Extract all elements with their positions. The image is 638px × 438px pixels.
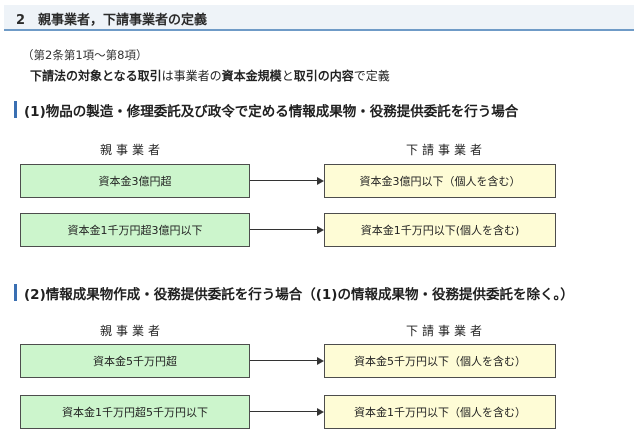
section-header: 2 親事業者，下請事業者の定義 — [4, 5, 634, 31]
section-2-title: (2)情報成果物作成・役務提供委託を行う場合（(1)の情報成果物・役務提供委託を… — [14, 283, 574, 303]
section-2-row-2-arrow — [250, 408, 324, 416]
intro-part-3: 資本金規模 — [221, 69, 282, 83]
section-1-row-2-arrow — [250, 226, 324, 234]
section-1-row-1-parent-box: 資本金3億円超 — [20, 164, 250, 198]
intro-part-6: で定義 — [353, 69, 390, 83]
page-title: 2 親事業者，下請事業者の定義 — [16, 13, 208, 28]
article-reference: （第2条第1項～第8項） — [22, 48, 148, 62]
section-2-row-1-arrow — [250, 357, 324, 365]
section-2-row-1-sub-box: 資本金5千万円以下（個人を含む） — [324, 344, 556, 378]
intro-part-1: 下請法の対象となる取引 — [30, 69, 162, 83]
intro-part-2: は事業者の — [161, 69, 222, 83]
section-1-row-2-parent-box: 資本金1千万円超3億円以下 — [20, 213, 250, 247]
section-1-row-2-sub-box: 資本金1千万円以下(個人を含む) — [324, 213, 556, 247]
section-2-row-2-sub-box: 資本金1千万円以下（個人を含む） — [324, 395, 556, 429]
intro-part-5: 取引の内容 — [293, 69, 354, 83]
section-1-row-1-arrow — [250, 177, 324, 185]
intro-part-4: と — [281, 69, 294, 83]
section-2-parent-label: 親事業者 — [100, 324, 165, 338]
section-1-row-1-sub-box: 資本金3億円以下（個人を含む） — [324, 164, 556, 198]
section-2-sub-label: 下請事業者 — [406, 324, 487, 338]
section-1-title: (1)物品の製造・修理委託及び政令で定める情報成果物・役務提供委託を行う場合 — [14, 100, 518, 120]
section-2-row-2-parent-box: 資本金1千万円超5千万円以下 — [20, 395, 250, 429]
intro-text: 下請法の対象となる取引は事業者の資本金規模と取引の内容で定義 — [30, 67, 390, 84]
section-1-sub-label: 下請事業者 — [406, 143, 487, 157]
section-1-parent-label: 親事業者 — [100, 143, 165, 157]
section-2-row-1-parent-box: 資本金5千万円超 — [20, 344, 250, 378]
